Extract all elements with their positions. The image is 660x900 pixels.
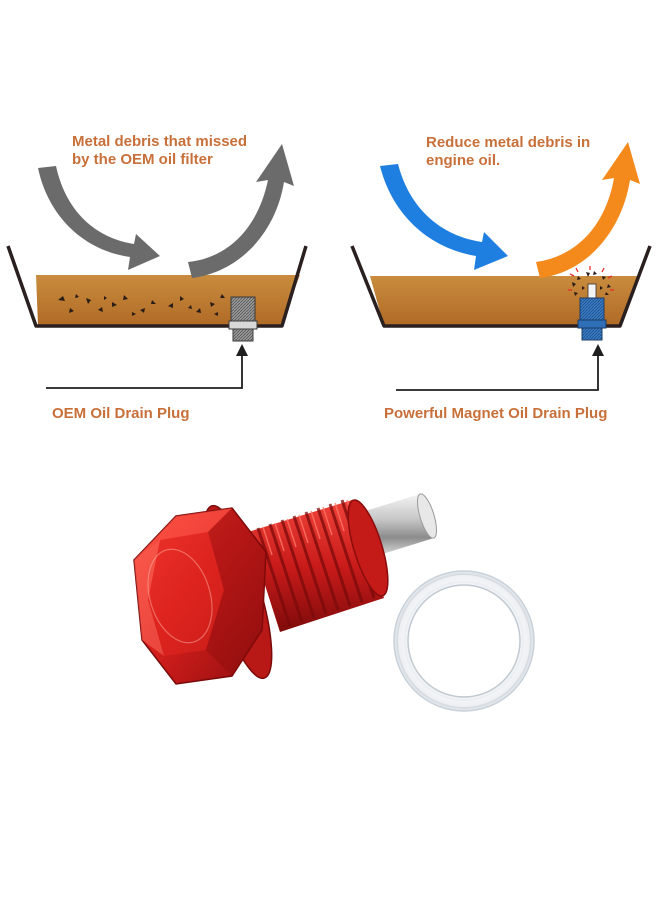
magnet-field-sparks bbox=[568, 266, 614, 291]
threaded-shank bbox=[248, 499, 389, 632]
left-panel bbox=[6, 144, 308, 389]
magnet-plug-label: Powerful Magnet Oil Drain Plug bbox=[384, 405, 608, 422]
right-out-arrow-icon bbox=[536, 142, 640, 278]
left-leader-arrow-icon bbox=[46, 344, 248, 389]
left-oil-pan bbox=[6, 245, 308, 328]
left-out-arrow-icon bbox=[188, 144, 294, 278]
sealing-washer bbox=[393, 570, 535, 712]
right-description-label: Reduce metal debris in engine oil. bbox=[426, 134, 591, 169]
oem-drain-plug-icon bbox=[228, 296, 258, 342]
magnet-captured-debris bbox=[572, 271, 611, 296]
left-metal-debris bbox=[58, 294, 225, 316]
magnet-drain-plug-icon bbox=[577, 283, 607, 341]
right-leader-arrow-icon bbox=[396, 344, 604, 391]
right-in-arrow-icon bbox=[380, 164, 508, 270]
right-oil-pan bbox=[350, 245, 652, 328]
left-in-arrow-icon bbox=[38, 166, 160, 270]
product-photo bbox=[133, 493, 535, 712]
left-description-label: Metal debris that missed by the OEM oil … bbox=[72, 133, 248, 168]
oem-plug-label: OEM Oil Drain Plug bbox=[52, 405, 190, 422]
right-panel bbox=[350, 142, 652, 391]
hex-head bbox=[133, 507, 267, 685]
